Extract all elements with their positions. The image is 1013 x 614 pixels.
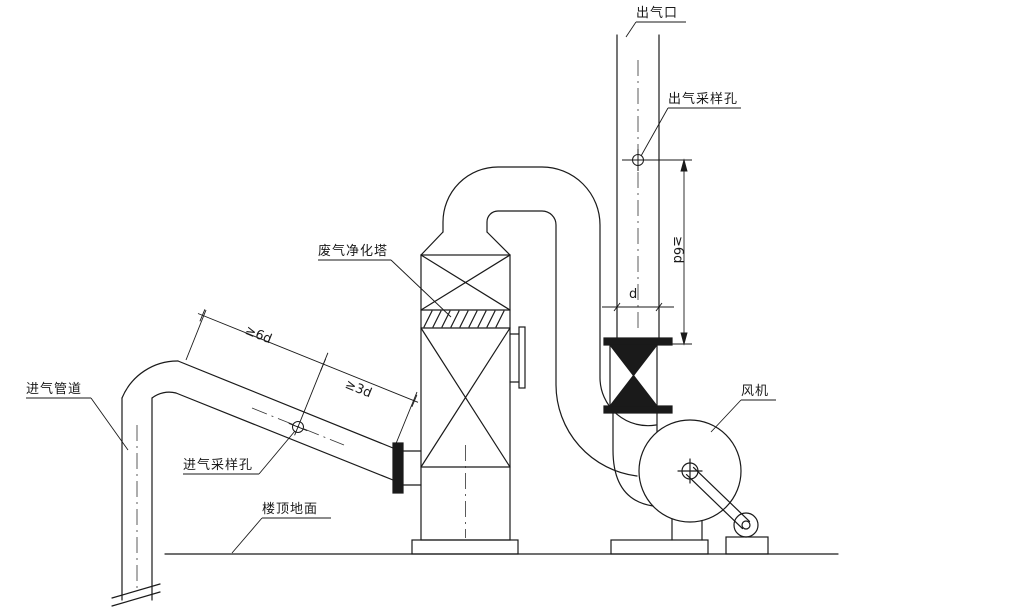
dimension-lines <box>185 158 692 447</box>
label-outlet-sampling-hole: 出气采样孔 <box>668 92 739 107</box>
outlet-stack <box>616 34 660 339</box>
tower-to-fan-duct <box>442 166 657 477</box>
fan <box>610 412 769 555</box>
purification-tower <box>411 231 526 555</box>
label-outlet-port: 出气口 <box>636 6 679 21</box>
label-roof-ground: 楼顶地面 <box>262 502 319 517</box>
leader-lines <box>26 21 776 554</box>
dim-stack-diameter: d <box>629 287 638 302</box>
label-inlet-pipe: 进气管道 <box>26 382 83 397</box>
centerlines <box>136 60 639 592</box>
label-inlet-sampling-hole: 进气采样孔 <box>183 458 254 473</box>
inlet-pipe <box>111 360 422 607</box>
label-fan: 风机 <box>741 384 770 399</box>
dim-outlet-upstream: ≥6d <box>670 236 685 264</box>
flexible-connector <box>603 337 673 414</box>
label-purification-tower: 废气净化塔 <box>318 244 389 259</box>
